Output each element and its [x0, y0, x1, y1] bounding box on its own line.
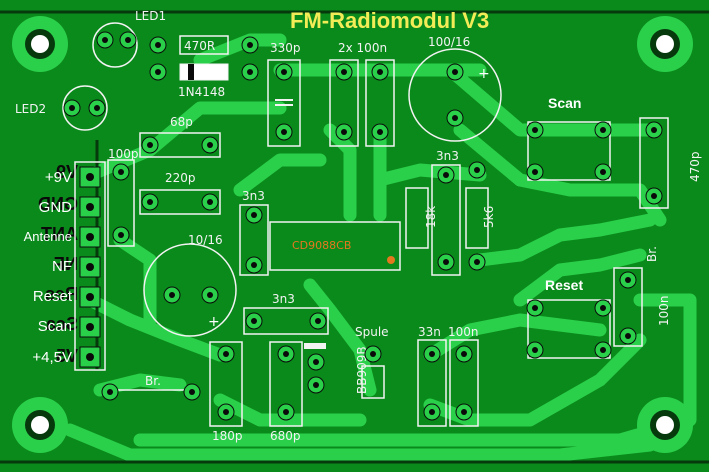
- electrolytic-10-16: +: [143, 243, 237, 337]
- pin-label-nf: NF: [52, 258, 72, 275]
- ic-cd9088cb: [269, 221, 401, 271]
- led1: [92, 22, 138, 68]
- capacitor-68p: [139, 132, 221, 158]
- capacitor-680p-label: 680p: [270, 429, 301, 443]
- capacitor-220p-label: 220p: [165, 171, 196, 185]
- capacitor-100n-b-label: 100n: [448, 325, 479, 339]
- capacitor-680p: [269, 341, 303, 427]
- svg-text:+: +: [208, 314, 220, 330]
- capacitor-100p: [107, 159, 135, 247]
- ic-label: CD9088CB: [292, 239, 351, 252]
- electrolytic-100-16-label: 100/16: [428, 35, 470, 49]
- mirrored-bottom-text: V9 GND ANT NF Res Sca V5: [38, 162, 78, 366]
- capacitor-100p-label: 100p: [108, 147, 139, 161]
- capacitor-180p-label: 180p: [212, 429, 243, 443]
- capacitor-33n: [417, 339, 447, 427]
- svg-text:+: +: [478, 66, 490, 82]
- board-title: FM-Radiomodul V3: [290, 8, 489, 33]
- mirror-text: V9: [56, 162, 78, 182]
- capacitor-2x100n-label: 2x 100n: [338, 41, 387, 55]
- capacitor-3n3-b-label: 3n3: [436, 149, 459, 163]
- capacitor-3n3-a-label: 3n3: [242, 189, 265, 203]
- capacitor-330p: [267, 59, 301, 147]
- mirror-text: NF: [54, 254, 78, 274]
- mirror-text: V5: [56, 346, 78, 366]
- coil-label: Spule: [355, 325, 389, 339]
- coil-spule: [361, 345, 385, 399]
- capacitor-330p-label: 330p: [270, 41, 301, 55]
- capacitor-100n-c-label: 100n: [657, 295, 671, 326]
- scan-label: Scan: [548, 95, 581, 111]
- resistor-5k6: [465, 161, 489, 271]
- resistor-18k-label: 18k: [424, 206, 438, 228]
- mirror-text: GND: [38, 194, 78, 214]
- electrolytic-10-16-label: 10/16: [188, 233, 223, 247]
- reset-label: Reset: [545, 277, 583, 293]
- capacitor-100n-c: [613, 267, 643, 347]
- pin-label-4v5: +4,5V: [32, 349, 72, 366]
- capacitor-180p: [209, 341, 243, 427]
- capacitor-100n-b: [449, 339, 479, 427]
- led2-label: LED2: [15, 102, 46, 116]
- capacitor-3n3-c-label: 3n3: [272, 292, 295, 306]
- diode-label: 1N4148: [178, 85, 225, 99]
- capacitor-470p: [639, 117, 669, 209]
- capacitor-3n3-b: [431, 164, 461, 276]
- mirror-text: ANT: [41, 224, 78, 244]
- pin-label-9v: +9V: [45, 169, 72, 186]
- scan-switch: [526, 121, 612, 181]
- led1-label: LED1: [135, 9, 166, 23]
- mounting-holes: [12, 16, 693, 453]
- pin-label-scan: Scan: [38, 318, 72, 335]
- capacitor-2x100n: [329, 59, 395, 147]
- bridge-br1-label: Br.: [145, 374, 161, 388]
- resistor-470r-label: 470R: [184, 39, 215, 53]
- pin-label-gnd: GND: [39, 199, 73, 216]
- mirror-text: Res: [45, 284, 78, 304]
- capacitor-470p-label: 470p: [688, 151, 702, 182]
- resistor-18k: [405, 187, 429, 249]
- capacitor-220p: [139, 189, 221, 215]
- resistor-470r: [149, 35, 259, 55]
- pin-label-reset: Reset: [33, 288, 73, 305]
- electrolytic-100-16: +: [408, 48, 502, 142]
- varicap-bb909b: [304, 343, 326, 394]
- led2: [62, 85, 108, 131]
- diode-1n4148: [149, 63, 259, 81]
- resistor-5k6-label: 5k6: [482, 206, 496, 228]
- reset-switch: [526, 299, 612, 359]
- bridge-br1: [101, 383, 201, 401]
- pin-header: [74, 161, 106, 371]
- capacitor-3n3-a: [239, 204, 269, 276]
- capacitor-3n3-c: [243, 307, 329, 335]
- pin-label-antenne: Antenne: [24, 229, 72, 244]
- bridge-br2-label: Br.: [645, 246, 659, 262]
- capacitor-33n-label: 33n: [418, 325, 441, 339]
- mirror-text: Sca: [45, 314, 78, 334]
- capacitor-68p-label: 68p: [170, 115, 193, 129]
